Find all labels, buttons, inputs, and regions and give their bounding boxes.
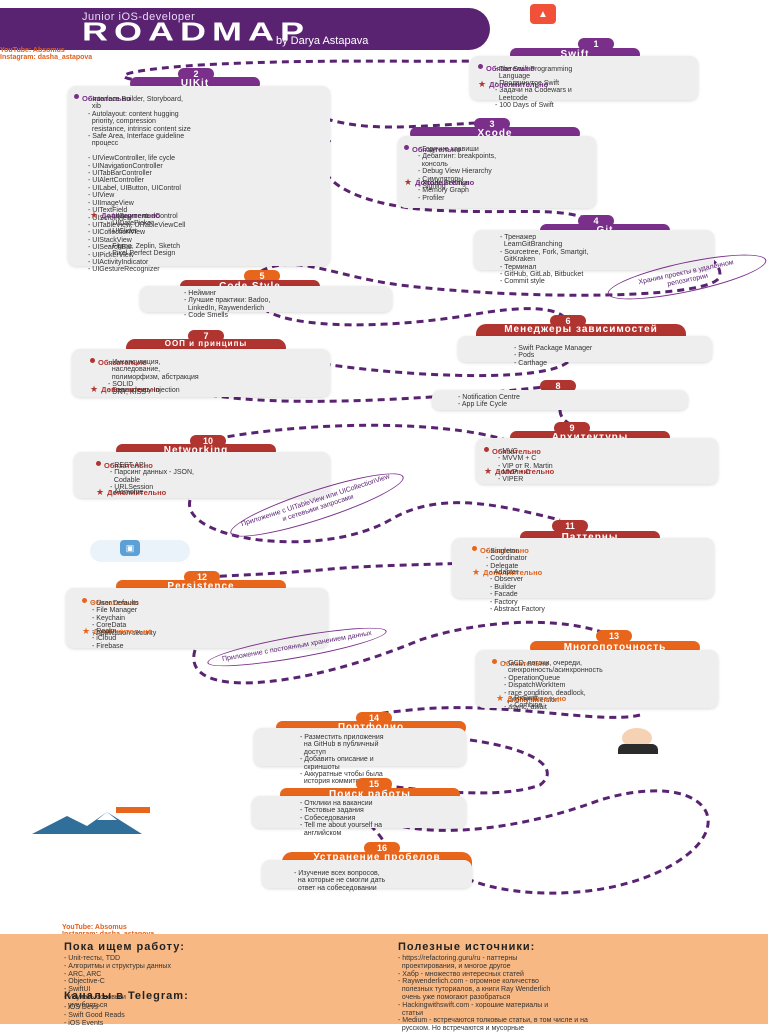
step-4-card	[474, 230, 714, 270]
step-9-required-list: - MVC - MVVM + C - VIP от R. Martin	[498, 448, 553, 470]
footer-social-youtube: YouTube: Absomus	[62, 924, 127, 931]
step-11-additional-list: - Adapter - Observer - Builder - Facade …	[490, 569, 545, 614]
step-8-number: 8	[540, 380, 576, 392]
step-2-required-list: - Interface Builder, Storyboard, xib - A…	[88, 96, 191, 274]
step-14-card	[254, 728, 466, 766]
step-12-card	[66, 588, 328, 648]
step-7-additional-list: - Dependency Injection	[108, 387, 180, 394]
step-10-additional-label: ★Дополнительно	[96, 487, 167, 497]
developer-avatar-icon	[622, 728, 652, 748]
step-6-card	[458, 336, 712, 362]
step-1-additional-label: ★Дополнительно	[478, 79, 549, 89]
step-3-additional-label: ★Дополнительно	[404, 177, 475, 187]
footer-telegram-list: - iOS Devs - Swift Good Reads - iOS Even…	[64, 1004, 125, 1027]
step-13-required-list: - GCD, потоки, очереди, синхронность/аси…	[504, 660, 603, 712]
step-6-required-list: - Swift Package Manager - Pods - Carthag…	[514, 345, 593, 367]
step-13-required-label: Обязательно	[492, 653, 549, 671]
swift-logo-icon: ▲	[530, 4, 556, 24]
step-1-required-list: - The Swift Programming Language	[495, 66, 573, 81]
step-3-required-label: Обязательно	[404, 139, 461, 157]
step-16-required-list: - Изучение всех вопросов, на которые не …	[294, 870, 386, 892]
step-12-additional-label: ★Дополнительно	[82, 626, 153, 636]
step-2-card	[68, 86, 330, 266]
step-8-card	[432, 390, 688, 410]
database-icon: ▣	[120, 540, 140, 556]
footer-sources-heading: Полезные источники:	[398, 941, 536, 953]
footer-panel	[0, 934, 768, 1024]
step-12-required-list: - User Defaults - File Manager - Keychai…	[92, 600, 157, 637]
step-14-required-list: - Разместить приложения на GitHub в публ…	[300, 734, 384, 786]
step-11-additional-label: ★Дополнительно	[472, 567, 543, 577]
flag-icon	[116, 807, 150, 813]
step-7-required-list: - Инкапсуляция, наследование, полиморфиз…	[108, 359, 199, 396]
step-2-additional-list: - UISegmentedControl - UIDatePicker - UI…	[108, 213, 180, 258]
step-1-additional-list: - Продвинутое Swift - Задачи на Codewars…	[495, 80, 572, 110]
header-subtitle: Junior iOS-developer	[82, 11, 196, 23]
step-15-number: 15	[356, 778, 392, 790]
header-title: ROADMAP	[82, 16, 310, 47]
step-5-number: 5	[244, 270, 280, 282]
step-11-required-label: Обязательно	[472, 540, 529, 558]
step-10-required-label: Обязательно	[96, 455, 153, 473]
step-13-additional-label: ★Дополнительно	[496, 693, 567, 703]
step-13-card	[476, 650, 718, 708]
step-13-number: 13	[596, 630, 632, 642]
step-16-card	[262, 860, 472, 888]
mountain-icon	[32, 812, 142, 834]
step-10-required-list: - REST API - Парсинг данных - JSON, Coda…	[110, 462, 194, 492]
step-11-number: 11	[552, 520, 588, 532]
step-9-card	[476, 438, 718, 484]
footer-sources-list: - https://refactoring.guru/ru - паттерны…	[398, 955, 588, 1033]
header-byline: by Darya Astapava	[276, 35, 369, 47]
step-10-additional-list: - Alamofire	[110, 489, 144, 496]
footer-telegram-heading: Каналы в Telegram:	[64, 990, 189, 1002]
step-7-card	[72, 349, 330, 397]
step-9-additional-list: - MVP + C - VIPER	[498, 469, 531, 484]
step-2-required-label: Обязательно	[74, 88, 131, 106]
step-9-additional-label: ★Дополнительно	[484, 466, 555, 476]
step-7-additional-label: ★Дополнительно	[90, 384, 161, 394]
step-7-required-label: Обязательно	[90, 352, 147, 370]
step-13-additional-list: - RxSwift - Combine	[510, 695, 543, 710]
step-3-card	[398, 136, 596, 208]
header-social-youtube: YouTube: Absomus	[0, 47, 65, 54]
step-10-card	[74, 452, 330, 498]
step-3-required-list: - Горячие клавиши - Дебаггинг: breakpoin…	[418, 146, 497, 191]
step-8-required-list: - Notification Centre - App Life Cycle	[458, 394, 520, 409]
step-5-required-list: - Нейминг - Лучшие практики: Badoo, Link…	[184, 290, 271, 320]
footer-search-heading: Пока ищем работу:	[64, 941, 185, 953]
step-15-required-list: - Отклики на вакансии - Тестовые задания…	[300, 800, 383, 837]
step-4-required-list: - Тренажер LearnGitBranching - Sourcetre…	[500, 234, 589, 286]
step-1-number: 1	[578, 38, 614, 50]
step-12-required-label: Обязательно	[82, 592, 139, 610]
step-9-required-label: Обязательно	[484, 441, 541, 459]
step-3-additional-list: - Xcode Settings - Memory Graph - Profil…	[418, 180, 470, 202]
step-15-card	[252, 796, 466, 828]
laptop-icon	[618, 744, 658, 754]
step-2-additional-label: ★Дополнительно	[90, 210, 161, 220]
step-1-required-label: Обязательно	[478, 58, 535, 76]
step-11-required-list: - Singleton - Coordinator - Delegate	[486, 548, 527, 570]
step-5-card	[140, 286, 392, 312]
footer-search-list: - Unit-тесты, TDD - Алгоритмы и структур…	[64, 955, 171, 1009]
header-banner	[0, 8, 490, 50]
step-16-number: 16	[364, 842, 400, 854]
cloud-decor	[90, 540, 190, 562]
step-12-additional-list: - Realm - iCloud - Firebase	[92, 628, 124, 650]
step-11-card	[452, 538, 714, 598]
step-1-card	[470, 56, 698, 100]
header-social-instagram: Instagram: dasha_astapova	[0, 54, 93, 61]
